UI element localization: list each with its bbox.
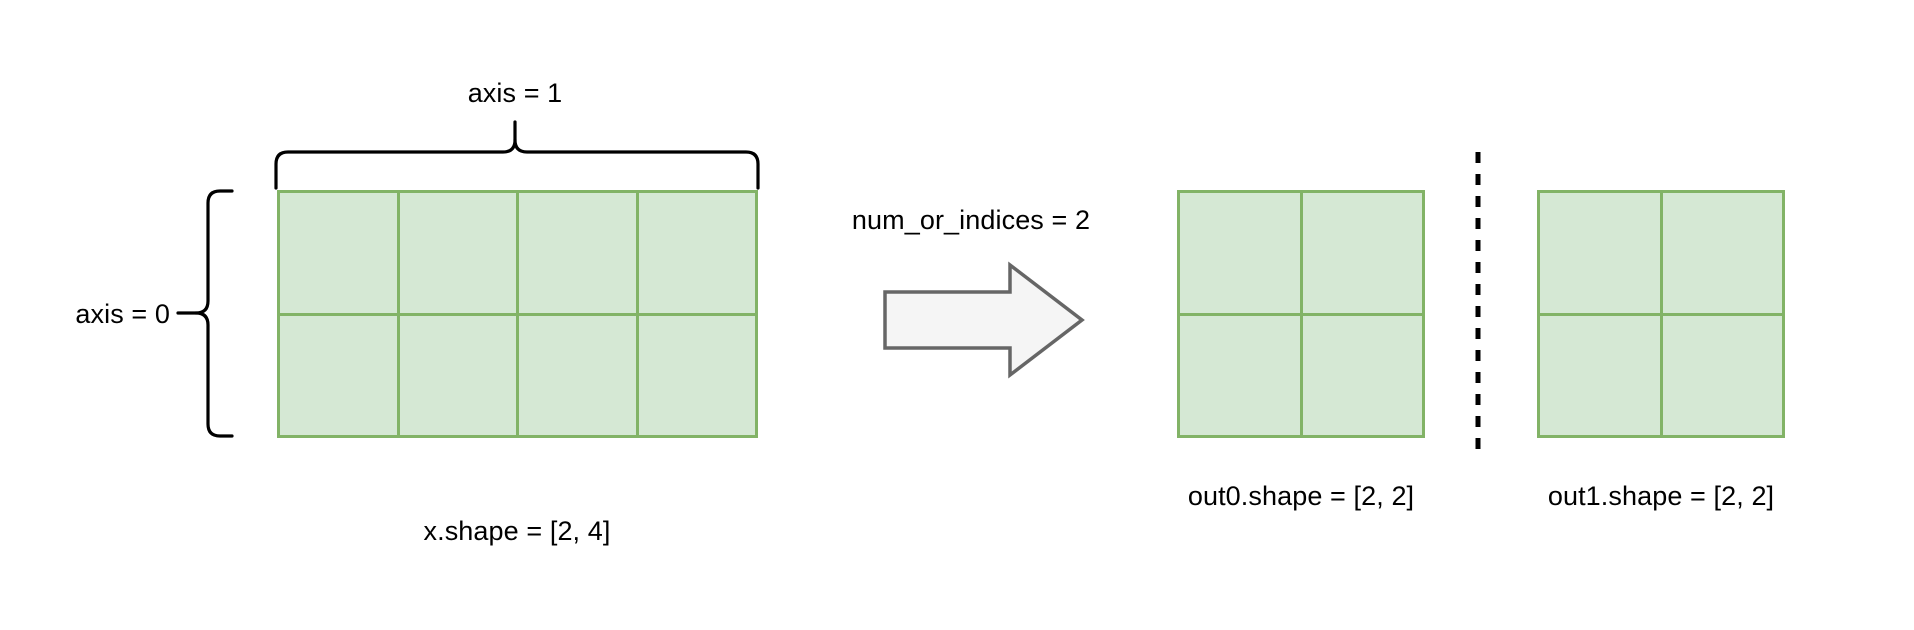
grid-cell [1540,193,1660,313]
grid-cell [1302,193,1422,313]
output1-shape-label: out1.shape = [2, 2] [1547,481,1775,511]
grid-cell [1540,315,1660,435]
grid-cell [638,193,755,313]
grid-cell [399,193,516,313]
input-tensor-grid [277,190,758,438]
grid-cell [1180,193,1300,313]
grid-cell [638,315,755,435]
grid-cell [280,193,397,313]
grid-cell [519,315,636,435]
output0-tensor-grid [1177,190,1425,438]
grid-cell [519,193,636,313]
input-shape-label: x.shape = [2, 4] [423,516,611,546]
axis0-brace [194,189,234,438]
grid-cell [280,315,397,435]
axis1-label: axis = 1 [467,78,563,108]
output0-shape-label: out0.shape = [2, 2] [1187,481,1415,511]
output1-tensor-grid [1537,190,1785,438]
block-arrow-right-icon [883,261,1085,379]
axis0-label: axis = 0 [75,299,170,329]
grid-cell [1662,193,1782,313]
num-or-indices-label: num_or_indices = 2 [851,205,1091,235]
grid-cell [1180,315,1300,435]
grid-cell [399,315,516,435]
axis1-brace [274,138,760,190]
grid-cell [1302,315,1422,435]
grid-cell [1662,315,1782,435]
